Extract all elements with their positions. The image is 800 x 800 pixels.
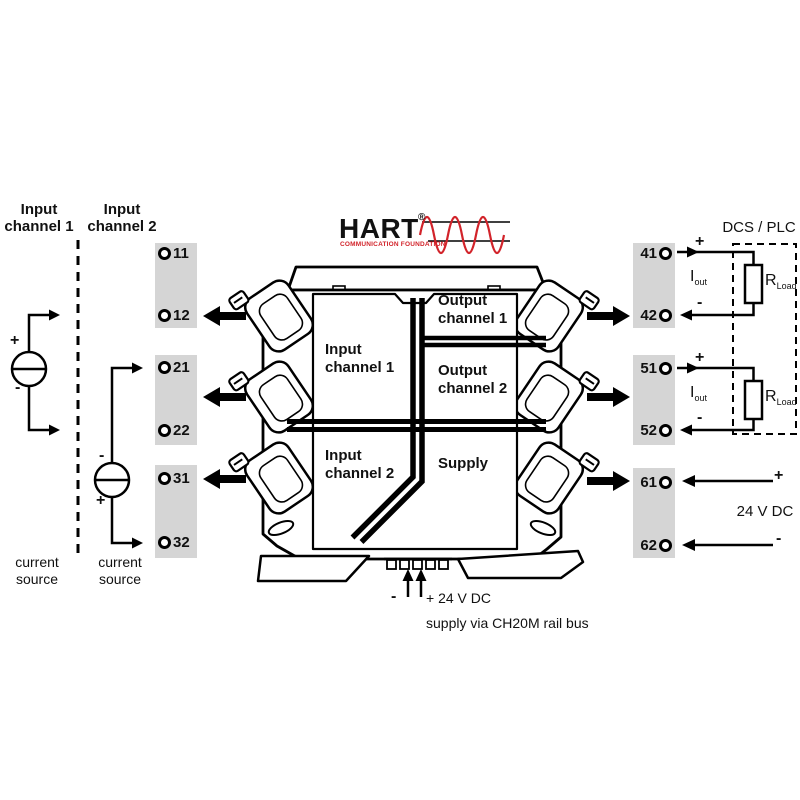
terminal-block-61-62: 61 62 — [633, 468, 675, 558]
source2-minus-sign: - — [99, 447, 105, 464]
terminal-52-label: 52 — [640, 421, 657, 439]
device-input-channel-1-label: Input channel 1 — [325, 341, 395, 376]
hart-logo-tagline: COMMUNICATION FOUNDATION — [340, 241, 446, 248]
source2-plus-sign: + — [96, 492, 106, 509]
device-supply-label: Supply — [438, 455, 489, 472]
hart-logo: HART ® COMMUNICATION FOUNDATION — [333, 209, 513, 261]
loop2-iout-label: Iout — [690, 384, 707, 404]
dcs-plc-dashed-box — [732, 243, 797, 435]
railbus-plus-voltage-label: + 24 V DC — [426, 590, 491, 606]
supply-minus-sign: - — [776, 530, 782, 547]
loop2-plus-sign: + — [695, 349, 705, 366]
current-source-2-symbol — [93, 362, 143, 549]
isolation-bus-bars — [287, 298, 546, 544]
railbus-supply-arrows — [402, 569, 427, 597]
output-loop-1 — [677, 246, 764, 321]
supply-wires — [682, 475, 773, 551]
dcs-plc-label: DCS / PLC — [722, 219, 796, 236]
terminal-12-label: 12 — [173, 306, 190, 324]
terminal-51-label: 51 — [640, 359, 657, 377]
terminal-block-31-32: 31 32 — [155, 465, 197, 558]
output-loop-2 — [677, 362, 764, 436]
hart-sine-wave-icon — [418, 215, 510, 255]
registered-mark: ® — [418, 212, 426, 223]
device-right-foot — [456, 549, 585, 580]
loop2-minus-sign: - — [697, 409, 703, 426]
terminal-62-label: 62 — [640, 536, 657, 554]
terminal-12-contact-icon — [158, 308, 171, 322]
terminal-32-contact-icon — [158, 535, 171, 549]
current-source-1-caption: current source — [15, 554, 59, 587]
terminal-31-label: 31 — [173, 469, 190, 487]
terminal-21-label: 21 — [173, 358, 190, 376]
device-input-channel-2-label: Input channel 2 — [325, 447, 395, 482]
terminal-block-51-52: 51 52 — [633, 355, 675, 445]
loop1-minus-sign: - — [697, 294, 703, 311]
railbus-minus-sign: - — [391, 588, 397, 605]
hart-logo-wordmark: HART — [339, 213, 419, 244]
terminal-41-label: 41 — [640, 244, 657, 262]
input-channel-1-header: Input channel 1 — [4, 201, 74, 235]
terminal-22-contact-icon — [158, 423, 171, 437]
terminal-block-11-12: 11 12 — [155, 243, 197, 328]
terminal-32-label: 32 — [173, 533, 190, 551]
terminal-31-contact-icon — [158, 471, 171, 485]
terminal-block-21-22: 21 22 — [155, 355, 197, 445]
loop2-rload-label: RLoad — [765, 388, 797, 408]
current-source-1-symbol — [10, 309, 60, 436]
terminal-42-contact-icon — [659, 308, 672, 322]
right-signal-arrows — [587, 306, 630, 491]
terminal-61-contact-icon — [659, 475, 672, 489]
terminal-22-label: 22 — [173, 421, 190, 439]
device-left-foot — [256, 554, 371, 583]
terminal-42-label: 42 — [640, 306, 657, 324]
current-source-2-caption: current source — [98, 554, 142, 587]
terminal-21-contact-icon — [158, 360, 171, 374]
terminal-11-contact-icon — [158, 246, 171, 260]
terminal-62-contact-icon — [659, 538, 672, 552]
terminal-block-41-42: 41 42 — [633, 243, 675, 328]
supply-plus-sign: + — [774, 467, 784, 484]
loop1-iout-label: Iout — [690, 268, 707, 288]
terminal-51-contact-icon — [659, 361, 672, 375]
terminal-52-contact-icon — [659, 423, 672, 437]
railbus-note: supply via CH20M rail bus — [426, 615, 589, 631]
source1-plus-sign: + — [10, 332, 20, 349]
supply-voltage-label: 24 V DC — [736, 503, 794, 520]
terminal-11-label: 11 — [173, 244, 189, 262]
device-output-channel-2-label: Output channel 2 — [438, 362, 508, 397]
left-signal-arrows — [203, 306, 246, 489]
terminal-61-label: 61 — [640, 473, 657, 491]
device-output-channel-1-label: Output channel 1 — [438, 292, 508, 327]
loop1-rload-label: RLoad — [765, 272, 797, 292]
input-channel-2-header: Input channel 2 — [87, 201, 157, 235]
loop1-plus-sign: + — [695, 233, 705, 250]
source1-minus-sign: - — [15, 379, 21, 396]
railbus-connector-pins — [384, 557, 452, 570]
terminal-41-contact-icon — [659, 246, 672, 260]
device-top-cap — [286, 265, 548, 292]
